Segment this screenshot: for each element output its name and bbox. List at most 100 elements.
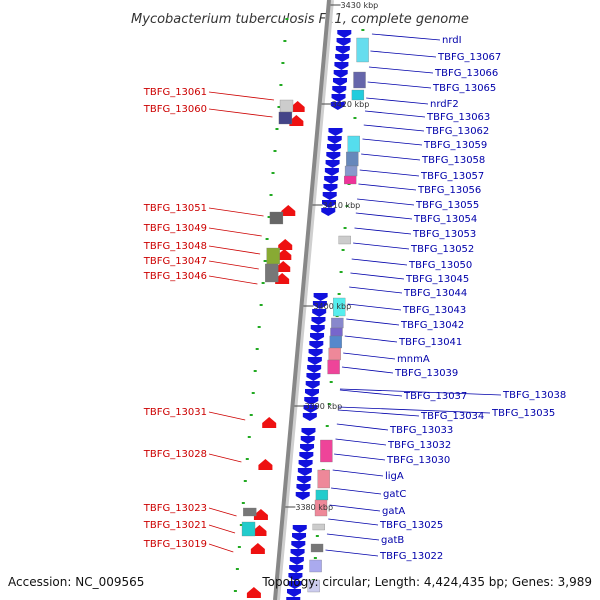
tick-dot-right <box>325 425 329 427</box>
leader-line-right <box>343 352 396 360</box>
leader-line-right <box>338 409 420 417</box>
tick-dot-right <box>329 381 333 383</box>
gene-label-right: TBFG_13052 <box>410 244 474 255</box>
leader-line-left <box>208 411 246 421</box>
gene-label-right: TBFG_13050 <box>408 260 472 271</box>
gene-box <box>330 327 343 337</box>
leader-line-right <box>355 212 413 220</box>
tick-dot-right <box>343 227 347 229</box>
reverse-gene-arrow <box>323 184 338 192</box>
reverse-gene-arrow <box>322 200 336 208</box>
gene-box <box>266 247 280 265</box>
gene-label-left: TBFG_13061 <box>143 87 207 98</box>
gene-label-right: nrdI <box>442 35 462 46</box>
leader-line-right <box>339 389 403 397</box>
gene-box <box>312 523 325 531</box>
kbp-marker: 3420 kbp <box>332 100 370 109</box>
gene-label-right: TBFG_13044 <box>403 288 467 299</box>
tick-dot-left <box>243 480 247 482</box>
leader-line-right <box>353 242 410 250</box>
gene-box <box>315 489 329 501</box>
leader-line-right <box>359 169 420 177</box>
reverse-gene-arrow <box>303 405 318 413</box>
tick-dot-left <box>253 370 257 372</box>
gene-box <box>307 579 320 593</box>
reverse-gene-arrow <box>297 476 312 484</box>
tick-dot-right <box>353 117 357 119</box>
gene-box <box>328 347 341 361</box>
gene-label-left: TBFG_13028 <box>143 449 207 460</box>
gene-label-left: TBFG_13051 <box>143 203 207 214</box>
leader-line-right <box>325 549 379 557</box>
reverse-gene-arrow <box>332 86 347 94</box>
leader-line-right <box>367 81 432 89</box>
gene-box <box>331 317 344 329</box>
kbp-marker: 3430 kbp <box>341 1 379 10</box>
reverse-gene-arrow <box>312 309 327 317</box>
kbp-marker: 3400 kbp <box>313 302 351 311</box>
tick-dot-left <box>267 216 271 218</box>
tick-dot-right <box>339 271 343 273</box>
tick-dot-left <box>235 568 239 570</box>
gene-label-right: TBFG_13062 <box>425 126 489 137</box>
leader-line-left <box>208 524 236 534</box>
tick-dot-left <box>271 172 275 174</box>
reverse-gene-arrow <box>336 38 351 46</box>
reverse-gene-arrow <box>298 460 313 468</box>
reverse-gene-arrow <box>299 452 314 460</box>
leader-line-right <box>331 487 382 495</box>
leader-line-right <box>366 97 429 105</box>
reverse-gene-arrow <box>300 436 315 444</box>
tick-dot-left <box>273 150 277 152</box>
gene-label-right: TBFG_13054 <box>413 214 477 225</box>
gene-box <box>317 469 330 489</box>
gene-box <box>241 521 256 537</box>
tick-dot-right <box>313 557 317 559</box>
gene-box <box>310 543 324 553</box>
gene-label-right: TBFG_13041 <box>398 337 462 348</box>
gene-box <box>278 111 293 125</box>
reverse-gene-arrow <box>327 136 342 144</box>
reverse-gene-arrow <box>286 597 301 600</box>
tick-dot-left <box>255 348 259 350</box>
leader-line-right <box>329 504 381 512</box>
leader-line-right <box>363 124 425 132</box>
gene-box <box>356 37 369 63</box>
gene-label-right: TBFG_13037 <box>403 391 467 402</box>
gene-label-left: TBFG_13021 <box>143 520 207 531</box>
leader-line-right <box>357 198 415 206</box>
reverse-gene-arrow <box>327 144 342 152</box>
leader-line-left <box>208 507 237 517</box>
forward-gene-arrow <box>277 249 292 260</box>
gene-label-right: TBFG_13066 <box>434 68 498 79</box>
reverse-gene-arrow <box>307 357 322 365</box>
tick-dot-left <box>239 524 243 526</box>
gene-box <box>269 211 284 225</box>
backbone <box>273 0 331 600</box>
gene-box <box>243 507 257 517</box>
gene-label-right: ligA <box>385 471 404 482</box>
tick-dot-left <box>269 194 273 196</box>
reverse-gene-arrow <box>292 525 307 533</box>
reverse-gene-arrow <box>326 152 341 160</box>
leader-line-left <box>208 91 275 101</box>
gene-label-right: TBFG_13059 <box>423 140 487 151</box>
tick-dot-right <box>341 249 345 251</box>
leader-line-left <box>208 227 262 237</box>
gene-label-right: TBFG_13063 <box>426 112 490 123</box>
tick-dot-right <box>315 535 319 537</box>
reverse-gene-arrow <box>297 468 312 476</box>
leader-line-right <box>335 438 387 446</box>
gene-label-right: TBFG_13034 <box>420 411 484 422</box>
kbp-marker: 3410 kbp <box>323 201 361 210</box>
forward-gene-arrow <box>275 273 290 284</box>
leader-line-right <box>334 453 386 461</box>
reverse-gene-arrow <box>335 46 350 54</box>
reverse-gene-arrow <box>307 365 322 373</box>
tick-dot-left <box>257 326 261 328</box>
tick-dot-left <box>283 40 287 42</box>
leader-line-left <box>208 543 234 553</box>
tick-dot-left <box>281 62 285 64</box>
gene-label-right: gatB <box>381 535 404 546</box>
gene-label-right: TBFG_13032 <box>387 440 451 451</box>
